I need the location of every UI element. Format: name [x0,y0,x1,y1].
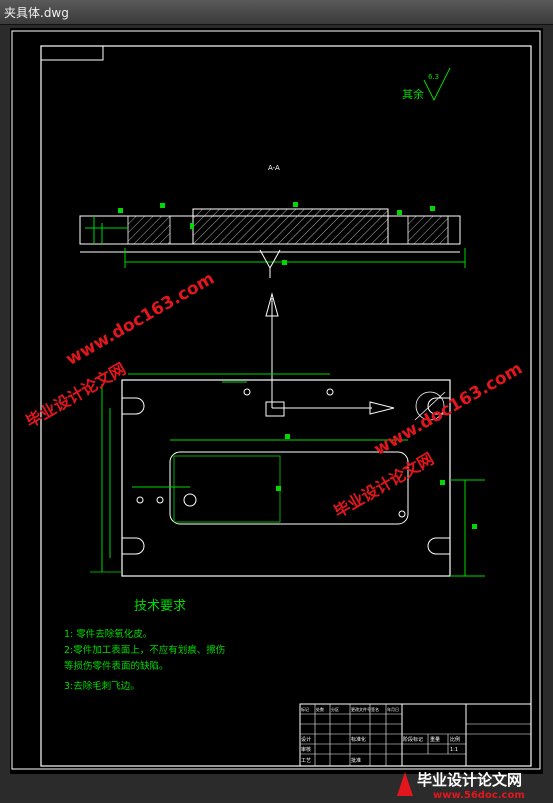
window-title: 夹具体.dwg [4,6,69,20]
watermark-left-url: www.doc163.com [63,269,218,370]
note-2: 2:零件加工表面上，不应有划痕、擦伤 [64,644,225,656]
note-1: 1: 零件去除氧化皮。 [64,628,152,640]
window-titlebar: 夹具体.dwg [0,0,553,25]
tb-weight-label: 重量 [430,736,440,743]
tb-sign-label: 签名 [371,706,379,712]
note-3: 3:去除毛刺飞边。 [64,680,140,692]
note-2-cont: 等损伤零件表面的缺陷。 [64,660,169,672]
tech-title: 技术要求 [134,599,186,614]
outer-frame [11,30,541,770]
tb-design-label: 设计 [301,736,311,743]
bottom-bar [0,776,553,803]
tb-review-label: 审核 [301,746,311,753]
watermark-right-cn: 毕业设计论文网 [331,449,438,521]
surface-note: 其余 [402,87,424,101]
watermark-right-url: www.doc163.com [371,359,526,460]
inner-frame [40,45,532,767]
tb-stage-label: 阶段标记 [403,736,423,743]
direction-arrows [265,292,395,417]
logo-url: www.56doc.com [433,790,525,801]
tb-scale-value: 1:1 [450,747,458,753]
watermark-left-cn: 毕业设计论文网 [23,359,130,431]
section-label: A-A [268,164,280,172]
tb-scale-label: 比例 [450,736,460,743]
site-logo-watermark: 毕业设计论文网 www.56doc.com [397,771,525,801]
title-block: 设计 标准化 阶段标记 重量 比例 1:1 审核 工艺 批准 标记 处数 分区 … [299,703,532,767]
cad-drawing: 其余 6.3 A-A [11,30,541,770]
tb-standard-label: 标准化 [351,736,366,743]
tb-count-label: 处数 [316,706,324,712]
plan-view [90,373,485,577]
code-box [40,45,104,61]
tb-mark-label: 标记 [301,706,309,712]
tb-date-label: 年月日 [387,706,399,712]
section-view [79,202,466,278]
drawing-viewport[interactable]: 其余 6.3 A-A [10,28,543,774]
roughness-symbol [423,67,451,102]
logo-cn: 毕业设计论文网 [417,771,522,789]
tb-changedoc-label: 更改文件号 [351,706,371,712]
logo-flame-icon [397,772,413,796]
tb-process-label: 工艺 [301,758,311,764]
tb-approve-label: 批准 [351,757,361,764]
roughness-value: 6.3 [428,73,439,81]
tb-zone-label: 分区 [331,706,339,712]
